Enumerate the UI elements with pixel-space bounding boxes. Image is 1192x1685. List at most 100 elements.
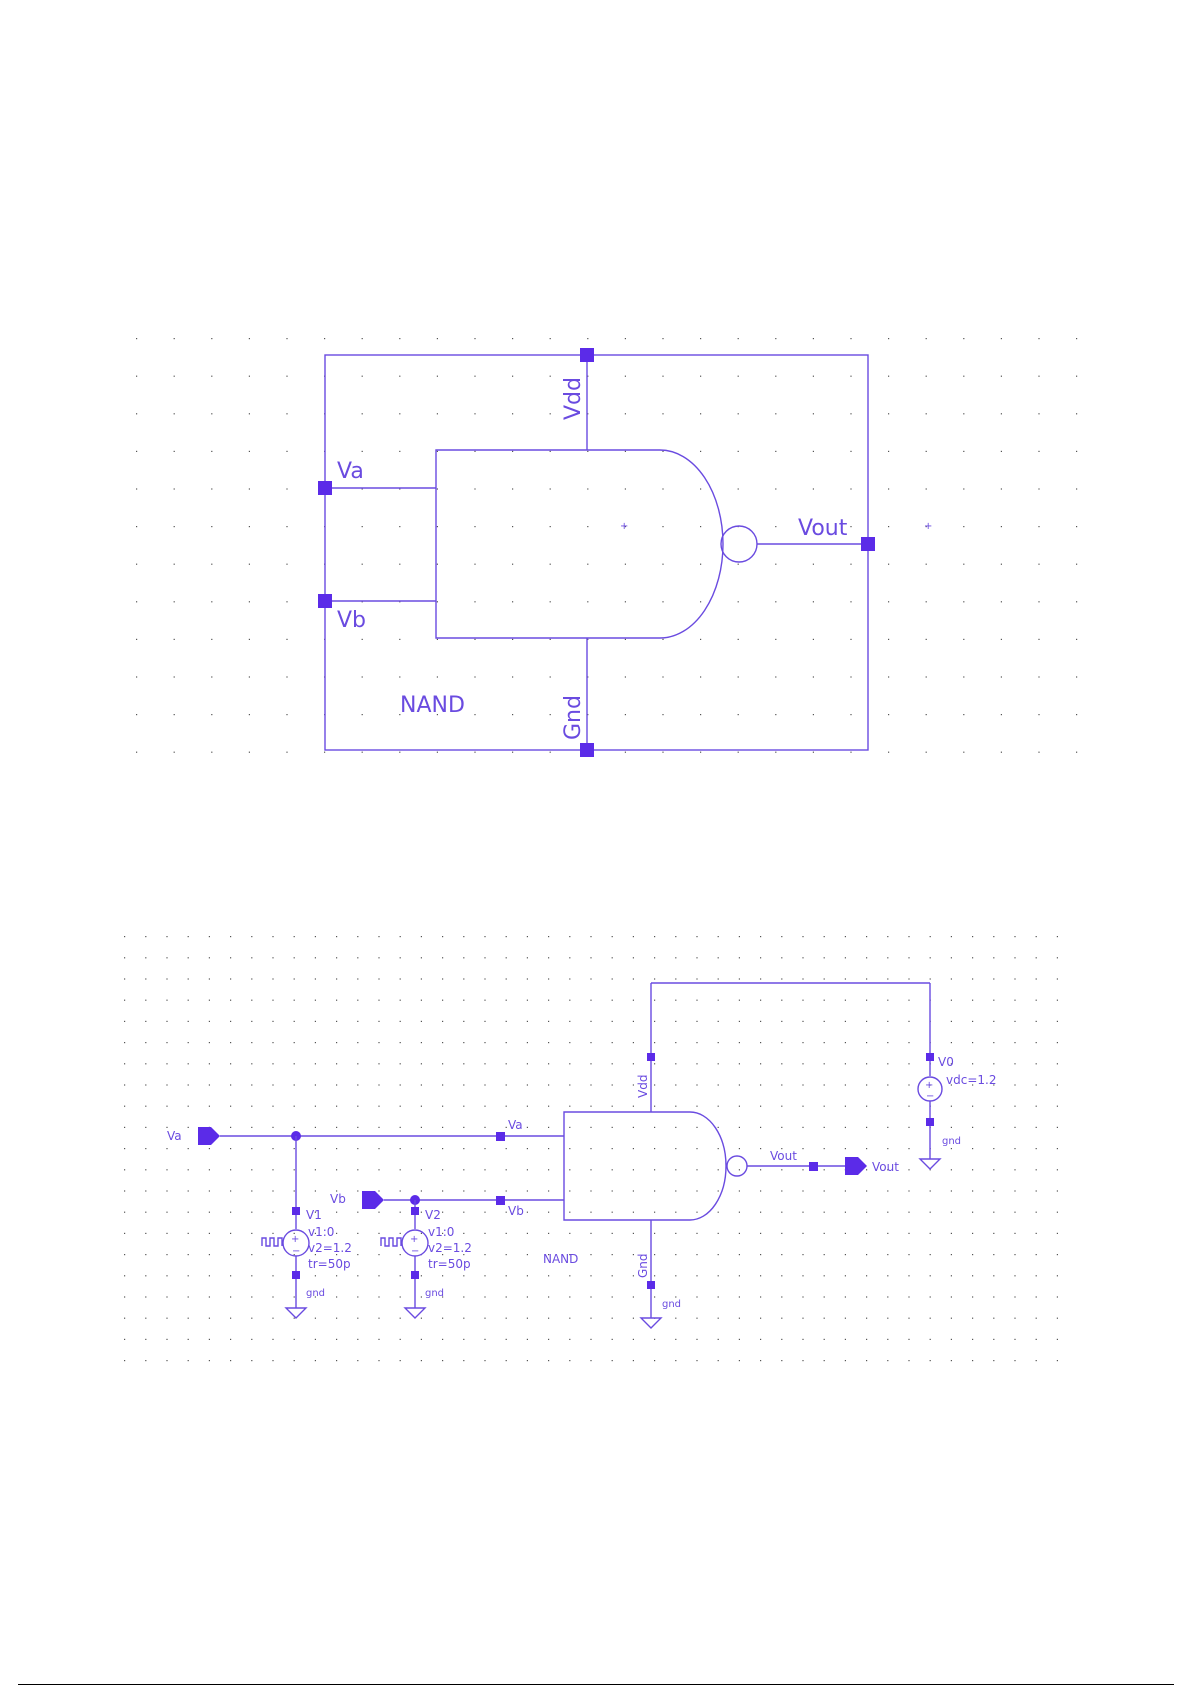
grid-dot [506,1254,507,1255]
grid-dot [209,1190,210,1191]
grid-dot [1014,1254,1015,1255]
grid-dot [633,1296,634,1297]
grid-dot [484,1275,485,1276]
nand-instance-body [564,1112,726,1220]
grid-dot [209,1021,210,1022]
grid-dot [845,957,846,958]
grid-dot [315,1084,316,1085]
grid-dot [813,451,814,452]
grid-dot [211,639,212,640]
grid-dot [400,1127,401,1128]
grid-dot [972,1190,973,1191]
grid-dot [1057,1000,1058,1001]
inst-vb-pin[interactable] [496,1196,505,1205]
grid-dot [166,1000,167,1001]
grid-dot [286,526,287,527]
schematic-grid [124,936,1058,1361]
vout-pin[interactable] [861,537,875,551]
grid-dot [654,936,655,937]
grid-dot [930,1233,931,1234]
grid-dot [696,1360,697,1361]
grid-dot [612,1042,613,1043]
grid-dot [527,1106,528,1107]
grid-dot [421,1190,422,1191]
inst-gnd-pin[interactable] [647,1281,655,1289]
grid-dot [850,714,851,715]
grid-dot [512,714,513,715]
grid-dot [813,752,814,753]
grid-dot [378,1296,379,1297]
grid-dot [188,1021,189,1022]
vb-pin[interactable] [318,594,332,608]
grid-dot [908,1254,909,1255]
grid-dot [972,1169,973,1170]
inst-va-pin[interactable] [496,1132,505,1141]
grid-dot [590,1106,591,1107]
grid-dot [474,752,475,753]
grid-dot [421,1127,422,1128]
grid-dot [662,639,663,640]
grid-dot [993,1127,994,1128]
inst-vdd-pin[interactable] [647,1053,655,1061]
grid-dot [463,1318,464,1319]
va-port[interactable] [198,1127,220,1145]
grid-dot [739,978,740,979]
grid-dot [124,1190,125,1191]
grid-dot [251,1212,252,1213]
grid-dot [813,714,814,715]
grid-dot [315,957,316,958]
grid-dot [474,451,475,452]
grid-dot [527,1169,528,1170]
grid-dot [739,957,740,958]
vdd-pin[interactable] [580,348,594,362]
grid-dot [399,752,400,753]
grid-dot [633,1148,634,1149]
grid-dot [294,1042,295,1043]
vout-port[interactable] [845,1157,867,1175]
v2-param: v1:0 [428,1225,454,1239]
grid-dot [696,1190,697,1191]
grid-dot [124,1106,125,1107]
v0-source[interactable]: + − V0 vdc=1.2 gnd [918,1053,996,1169]
grid-dot [738,601,739,602]
grid-dot [662,376,663,377]
grid-dot [760,1000,761,1001]
grid-dot [1001,376,1002,377]
grid-dot [145,1148,146,1149]
grid-dot [781,1233,782,1234]
grid-dot [294,1318,295,1319]
grid-dot [230,1169,231,1170]
grid-dot [437,376,438,377]
grid-dot [850,338,851,339]
grid-dot [357,1169,358,1170]
grid-dot [993,1212,994,1213]
grid-dot [972,1233,973,1234]
grid-dot [527,1000,528,1001]
grid-dot [887,1318,888,1319]
grid-dot [474,413,475,414]
grid-dot [760,1318,761,1319]
nand-instance[interactable]: NAND [543,1112,747,1266]
grid-dot [625,601,626,602]
grid-dot [590,1296,591,1297]
gnd-pin[interactable] [580,743,594,757]
grid-dot [484,1084,485,1085]
grid-dot [760,1212,761,1213]
grid-dot [908,1000,909,1001]
grid-dot [357,1296,358,1297]
inst-vout-pin[interactable] [809,1162,818,1171]
v1-source[interactable]: + − V1 v1:0 v2=1.2 tr=50p gnd [262,1207,352,1318]
grid-dot [662,413,663,414]
v2-source[interactable]: + − V2 v1:0 v2=1.2 tr=50p gnd [381,1207,472,1318]
grid-dot [612,1021,613,1022]
grid-dot [124,1000,125,1001]
grid-dot [888,526,889,527]
grid-dot [951,1360,952,1361]
grid-dot [700,488,701,489]
grid-dot [824,1127,825,1128]
vb-port[interactable] [362,1191,384,1209]
grid-dot [739,1042,740,1043]
grid-dot [612,1233,613,1234]
grid-dot [421,936,422,937]
va-pin[interactable] [318,481,332,495]
